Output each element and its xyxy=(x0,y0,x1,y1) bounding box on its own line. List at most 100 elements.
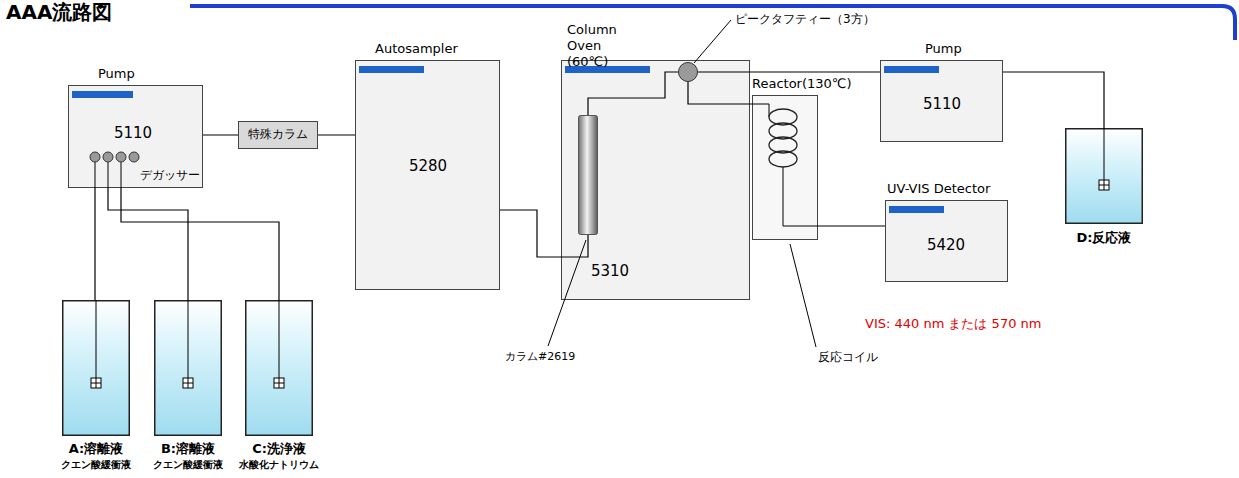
unit-label: カラム#2619 xyxy=(505,350,575,363)
inlet-line xyxy=(121,162,122,188)
unit-text: 反応コイル xyxy=(818,350,878,364)
unit-text: 5110 xyxy=(923,95,961,113)
flow-line xyxy=(698,71,880,72)
unit-text: 5310 xyxy=(591,262,629,280)
flow-line xyxy=(121,188,279,300)
suction-line xyxy=(96,300,97,378)
display-bar xyxy=(884,66,939,73)
unit-body xyxy=(562,61,750,300)
degasser-port xyxy=(129,152,139,162)
unit-text: クエン酸緩衝液 xyxy=(153,459,223,471)
tee-body xyxy=(679,63,698,82)
unit-outline xyxy=(62,300,130,436)
inlet-filter xyxy=(1099,180,1109,190)
coil-lead xyxy=(783,167,818,226)
reactor-unit: Reactor(130℃)反応コイル xyxy=(752,95,818,240)
bottle-body xyxy=(63,301,130,436)
unit-body xyxy=(69,86,203,188)
suction-line xyxy=(1104,128,1105,180)
unit-body xyxy=(356,61,500,290)
display-bar xyxy=(72,91,133,98)
reactor-body xyxy=(753,96,818,240)
unit-body xyxy=(239,122,318,149)
solvent-bottle: A:溶離液クエン酸緩衝液 xyxy=(62,300,130,436)
autosampler-unit: Autosampler5280 xyxy=(355,60,500,290)
unit-text: デガッサー xyxy=(140,168,200,182)
bottle-body xyxy=(246,301,313,436)
unit-label: B:溶離液 xyxy=(161,441,215,457)
unit-label: Pump xyxy=(925,41,962,57)
reagent-bottle: D:反応液 xyxy=(1065,128,1143,224)
solvent-bottle: B:溶離液クエン酸緩衝液 xyxy=(154,300,222,436)
unit-label: C:洗浄液 xyxy=(252,441,306,457)
unit-text: 5280 xyxy=(409,157,447,175)
leader-line xyxy=(694,20,731,63)
unit-text: クエン酸緩衝液 xyxy=(61,459,131,471)
flow-line xyxy=(818,225,885,226)
unit-outline xyxy=(245,300,313,436)
inlet-line xyxy=(108,162,109,188)
unit-body xyxy=(881,61,1003,142)
peak-tee: ピークタフティー（3方） xyxy=(678,62,698,82)
unit-text: 5110 xyxy=(114,124,152,142)
unit-label: Reactor(130℃) xyxy=(752,76,852,92)
unit-outline xyxy=(561,60,750,300)
detector-unit: UV-VIS Detector5420 xyxy=(885,200,1008,282)
bottle-body xyxy=(155,301,222,436)
inlet-filter xyxy=(91,378,101,388)
unit-label: Pump xyxy=(98,66,135,82)
inlet-filter xyxy=(274,378,284,388)
separation-column: カラム#2619 xyxy=(578,115,598,235)
suction-line xyxy=(279,300,280,378)
solvent-bottle: C:洗浄液水酸化ナトリウム xyxy=(245,300,313,436)
pump-unit: Pump5110 xyxy=(880,60,1003,142)
unit-outline xyxy=(1065,128,1143,224)
unit-body xyxy=(886,201,1008,282)
column-oven: Column Oven (60℃)5310カラム#2619ピークタフティー（3方… xyxy=(561,60,750,300)
coil-lead xyxy=(752,104,769,117)
unit-label: A:溶離液 xyxy=(69,441,124,457)
display-bar xyxy=(359,66,424,73)
unit-outline xyxy=(752,95,818,240)
inlet-filter xyxy=(183,378,193,388)
unit-text: 水酸化ナトリウム xyxy=(239,459,319,471)
inlet-filter xyxy=(1099,180,1109,190)
degasser-port xyxy=(90,152,100,162)
flow-line xyxy=(203,134,238,135)
display-bar xyxy=(889,206,944,213)
unit-label: Column Oven (60℃) xyxy=(567,22,641,70)
unit-label: D:反応液 xyxy=(1077,230,1132,246)
header-rule xyxy=(190,6,1235,40)
suction-line xyxy=(188,300,189,378)
degasser-port xyxy=(103,152,113,162)
flow-line xyxy=(94,188,95,300)
unit-label: 特殊カラム xyxy=(248,127,308,141)
flow-line xyxy=(108,188,188,300)
inlet-filter xyxy=(274,378,284,388)
unit-label: Autosampler xyxy=(375,41,458,57)
flow-line xyxy=(1003,72,1104,128)
coil-winding xyxy=(769,151,797,167)
inlet-filter xyxy=(183,378,193,388)
pump-unit: Pump5110デガッサー xyxy=(68,85,203,188)
unit-outline xyxy=(678,62,698,82)
unit-text: 5420 xyxy=(927,236,965,254)
bottle-body xyxy=(1066,129,1143,224)
flow-line xyxy=(318,134,355,135)
unit-outline xyxy=(355,60,500,290)
unit-label: ピークタフティー（3方） xyxy=(735,12,875,26)
column-box: 特殊カラム xyxy=(238,121,318,149)
leader-line xyxy=(790,244,816,347)
wavelength-note: VIS: 440 nm または 570 nm xyxy=(865,316,1041,332)
column-body xyxy=(579,116,598,235)
inlet-filter xyxy=(91,378,101,388)
diagram-title: AAA流路図 xyxy=(6,0,112,24)
unit-outline xyxy=(154,300,222,436)
unit-outline xyxy=(578,115,598,235)
unit-label: UV-VIS Detector xyxy=(887,181,990,197)
degasser-port xyxy=(116,152,126,162)
inlet-line xyxy=(95,162,96,188)
